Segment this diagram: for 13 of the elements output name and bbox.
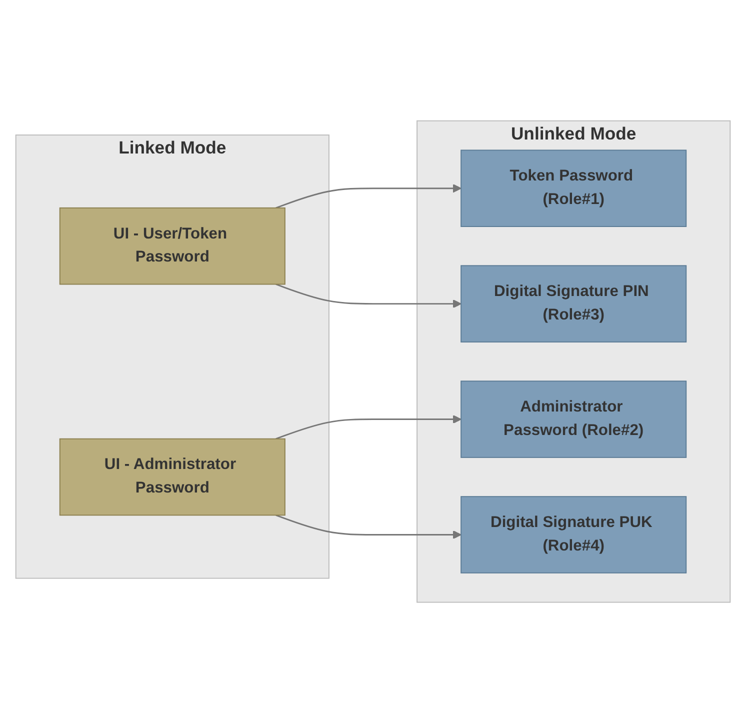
diagram: Unlinked Mode Linked Mode UI - User/Token Password UI - Administrator Password Token Password (Role#1) Digital Signature PIN (Role#3) Administrator Password (Role#2) Digital Signature PUK (Role#4) [8, 113, 738, 611]
node-box [460, 266, 687, 343]
arrow [276, 184, 462, 210]
node-box [460, 150, 687, 228]
node-box [460, 496, 687, 574]
cluster [15, 134, 330, 580]
arrow [276, 284, 462, 309]
cluster [416, 120, 731, 604]
node-box [460, 381, 687, 458]
node-box [59, 208, 286, 286]
node-box [59, 438, 286, 516]
arrow [276, 514, 462, 540]
arrow [276, 415, 462, 440]
